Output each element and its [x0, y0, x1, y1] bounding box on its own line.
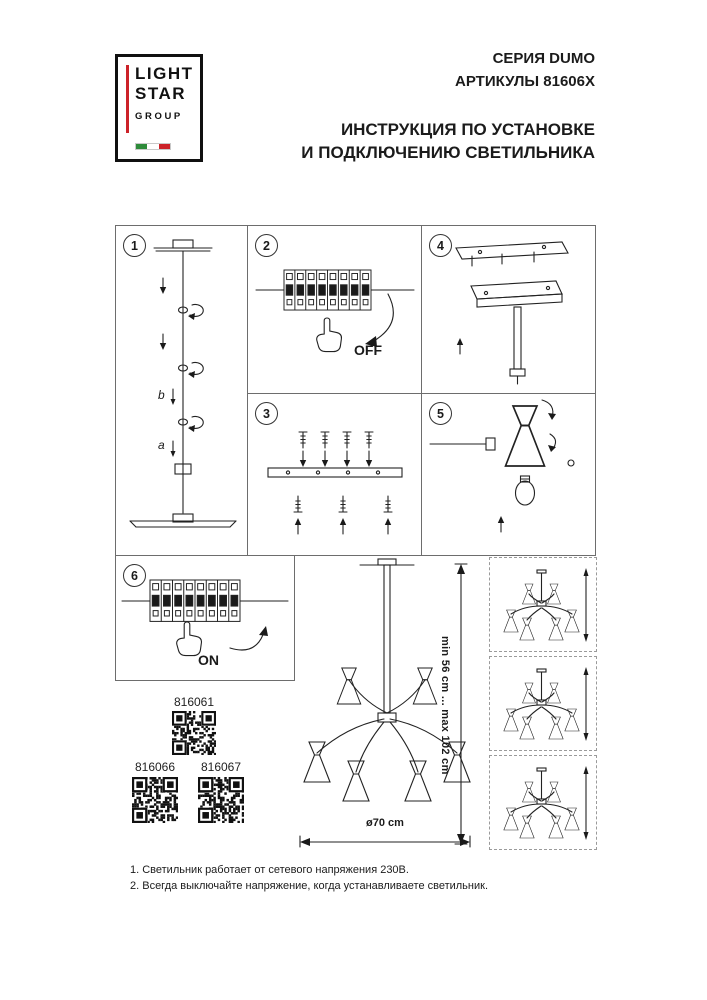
switch-on-label: ON: [198, 652, 219, 668]
rod-assembly-diagram: [129, 239, 237, 528]
shade-assembly-diagram: [429, 399, 575, 533]
step-1-number: 1: [123, 234, 146, 257]
step-3-number: 3: [255, 402, 278, 425]
step-5-number: 5: [429, 402, 452, 425]
step-4-panel: 4: [421, 225, 596, 394]
variant-1-diagram: [490, 568, 589, 642]
instruction-title-line1: ИНСТРУКЦИЯ ПО УСТАНОВКЕ: [340, 120, 595, 139]
diameter-dimension-label: ø70 cm: [366, 817, 404, 829]
lightstar-logo: LIGHT STAR GROUP: [115, 54, 203, 162]
article-code-816067: 816067: [200, 760, 242, 774]
logo-red-line-icon: [126, 65, 129, 133]
logo-text-light: LIGHT: [135, 64, 194, 83]
qr-code-816061: [172, 711, 216, 755]
article-code-816066: 816066: [134, 760, 176, 774]
step-6-number: 6: [123, 564, 146, 587]
rod-label-b: b: [158, 388, 165, 402]
step-2-panel: 2 OFF: [247, 225, 422, 394]
step-3-panel: 3: [247, 393, 422, 556]
note-2: 2. Всегда выключайте напряжение, когда у…: [130, 880, 489, 892]
variant-box-1: [489, 557, 597, 652]
logo-text-group: GROUP: [135, 111, 183, 122]
step-1-panel: 1 b a: [115, 225, 248, 556]
rod-label-a: a: [158, 438, 165, 452]
breaker-off-diagram: [255, 269, 415, 353]
variant-box-3: [489, 755, 597, 850]
step-2-number: 2: [255, 234, 278, 257]
variant-3-diagram: [490, 766, 589, 840]
italian-flag-icon: [135, 143, 171, 150]
switch-off-label: OFF: [354, 342, 382, 358]
qr-code-816066: [132, 777, 178, 823]
series-title: СЕРИЯ DUMO: [492, 50, 595, 67]
step-6-panel: 6 ON: [115, 555, 295, 681]
chandelier-diagram: [303, 558, 471, 802]
logo-text-star: STAR: [135, 84, 187, 103]
bracket-mount-diagram: [455, 241, 569, 385]
mounting-bar-diagram: [267, 431, 403, 535]
variant-box-2: [489, 656, 597, 751]
qr-code-816067: [198, 777, 244, 823]
variant-2-diagram: [490, 667, 589, 741]
breaker-on-diagram: [121, 579, 289, 657]
diameter-dimension-line: [299, 835, 471, 848]
articles-title: АРТИКУЛЫ 81606X: [455, 73, 595, 90]
step-5-panel: 5: [421, 393, 596, 556]
instruction-title-line2: И ПОДКЛЮЧЕНИЮ СВЕТИЛЬНИКА: [301, 143, 595, 162]
height-dimension-line: [454, 563, 468, 845]
article-code-816061: 816061: [173, 695, 215, 709]
note-1: 1. Светильник работает от сетевого напря…: [130, 864, 409, 876]
step-4-number: 4: [429, 234, 452, 257]
height-dimension-label: min 56 cm ... max 102 cm: [439, 635, 451, 775]
